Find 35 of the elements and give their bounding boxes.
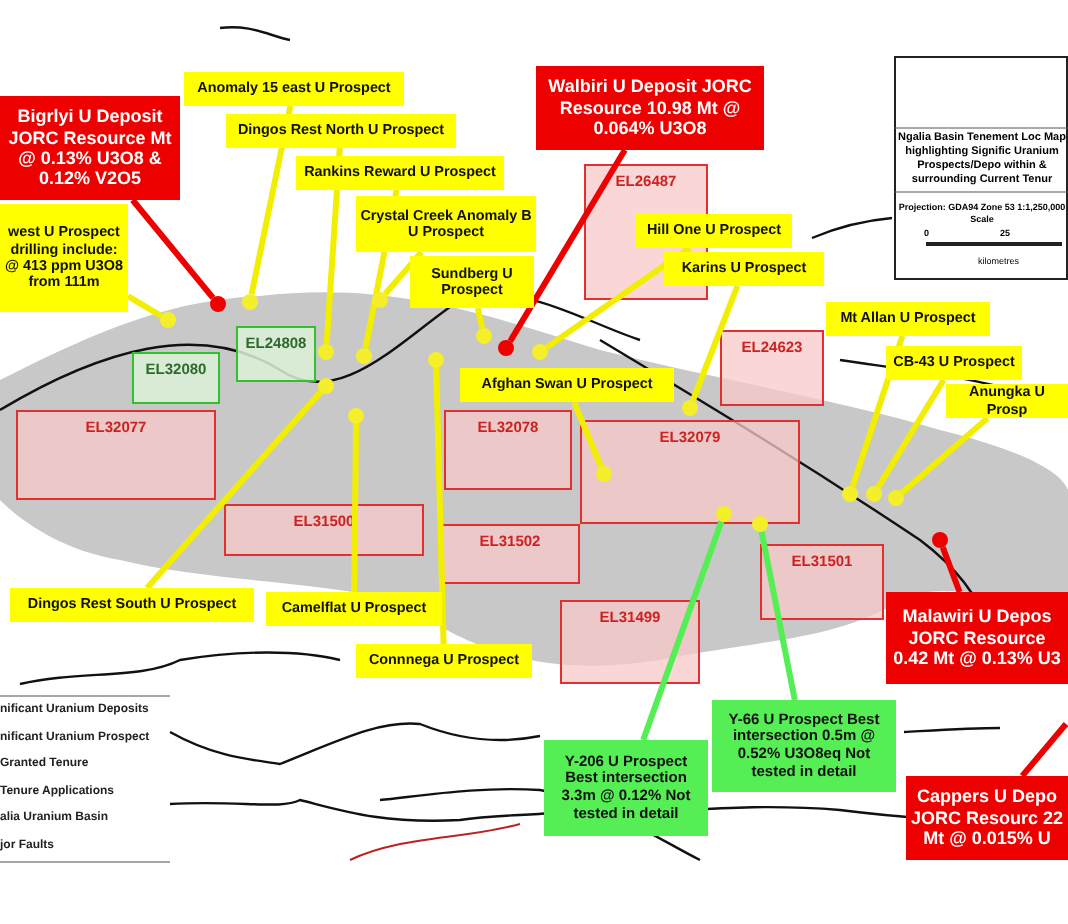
tenure-area xyxy=(132,352,220,404)
tenure-area xyxy=(236,326,316,382)
leader-line xyxy=(433,367,447,645)
leader-line xyxy=(130,198,216,300)
prospect-dot xyxy=(715,505,731,521)
prospect-dot xyxy=(595,465,611,481)
leader-line xyxy=(351,423,359,593)
deposit-callout: Malawiri U Depos JORC Resource 0.42 Mt @ 0.13% U3 xyxy=(886,592,1068,684)
leader-line xyxy=(758,531,798,701)
deposit-dot xyxy=(210,296,226,312)
leader-line xyxy=(474,307,486,329)
leader-line xyxy=(544,245,692,350)
leader-line xyxy=(126,293,163,319)
tenure-area xyxy=(580,420,800,524)
leader-line xyxy=(940,546,963,594)
deposit-callout: Walbiri U Deposit JORC Resource 10.98 Mt @ 0.064% U3O8 xyxy=(536,66,764,150)
leader-line xyxy=(875,378,947,489)
tenure-area xyxy=(560,600,700,684)
tenure-area xyxy=(720,330,824,406)
leader-line xyxy=(900,415,990,496)
tenure-area xyxy=(440,524,580,584)
tenure-area xyxy=(16,410,216,500)
prospect-dot xyxy=(372,292,388,308)
leader-line xyxy=(640,520,725,741)
deposit-callout: Bigrlyi U Deposit JORC Resource Mt @ 0.13% U3O8 & 0.12% V2O5 xyxy=(0,96,180,200)
deposit-callout: Cappers U Depo JORC Resourc 22 Mt @ 0.015% U xyxy=(906,776,1068,860)
leader-line xyxy=(382,250,424,296)
leader-line xyxy=(1019,722,1068,778)
tenure-area xyxy=(760,544,884,620)
leader-line xyxy=(507,148,628,343)
prospect-dot xyxy=(242,294,258,310)
tenure-area xyxy=(224,504,424,556)
tenure-area xyxy=(444,410,572,490)
leader-line xyxy=(144,390,323,590)
leader-line xyxy=(690,284,741,402)
